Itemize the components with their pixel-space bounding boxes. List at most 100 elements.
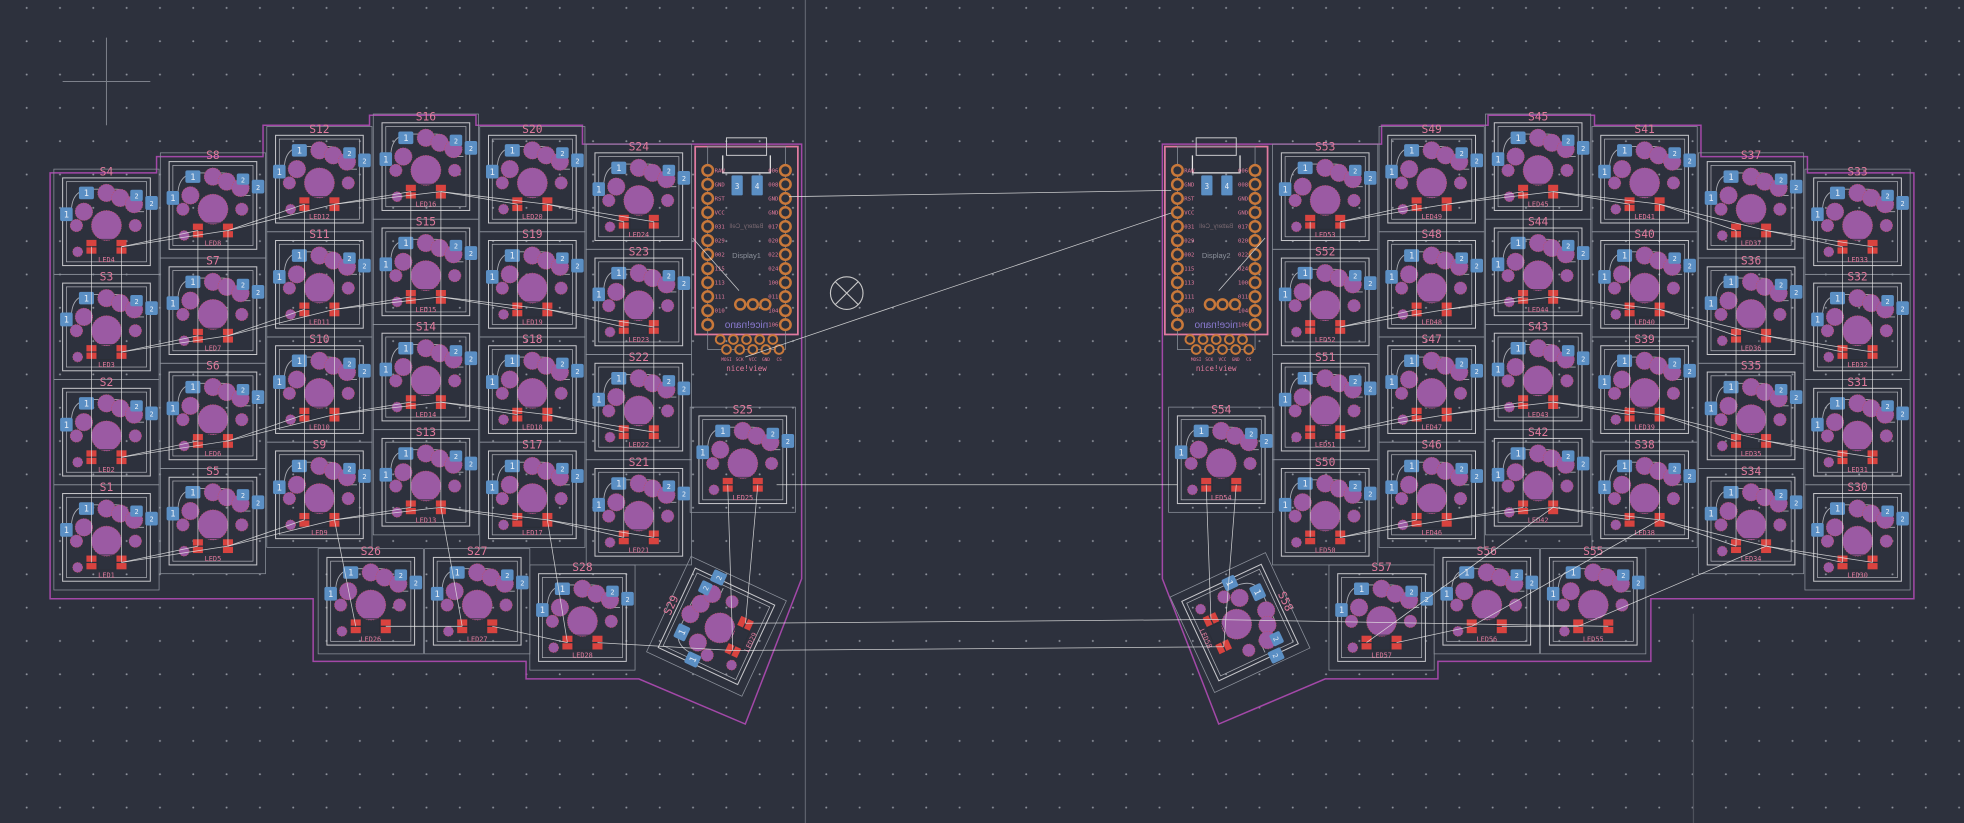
socket-pad-2-outer-label: 2	[149, 516, 153, 524]
socket-pad-1	[1404, 459, 1420, 473]
header-pin-label: SCK	[1205, 357, 1213, 363]
socket-pad-2-outer-label: 2	[149, 305, 153, 313]
switch-pin-hole	[1506, 252, 1525, 271]
socket-pad-2	[662, 164, 676, 177]
header-pin	[1210, 334, 1222, 345]
switch-pin-hole	[1612, 475, 1632, 494]
ratsnest-line	[1659, 309, 1737, 337]
mount-hole	[661, 509, 675, 523]
led-reference: LED6	[205, 450, 222, 458]
switch-outline	[62, 282, 151, 372]
socket-pad-2-label: 2	[454, 243, 458, 251]
socket-pad-2-outer-label: 2	[1636, 580, 1640, 588]
socket-pad-2-outer-label: 2	[682, 491, 686, 499]
socket-pad-1-outer	[430, 586, 444, 601]
socket-pad-1-outer-label: 1	[1602, 273, 1607, 283]
socket-pad-1-outer-label: 1	[277, 483, 282, 493]
led-body	[416, 183, 436, 200]
socket-pad-1-outer	[1491, 152, 1505, 166]
socket-pad-1-outer-label: 1	[596, 185, 601, 195]
socket-pad-1-outer-label: 1	[277, 168, 282, 178]
controller-pin	[1170, 219, 1184, 234]
led-hole	[726, 659, 737, 671]
switch-reference: S39	[1634, 333, 1655, 346]
mount-hole	[1560, 479, 1574, 493]
led-hole	[1610, 414, 1622, 425]
switch-pin-hole	[181, 396, 200, 415]
center-hole	[623, 185, 655, 216]
led-hole	[548, 642, 559, 653]
socket-pad-2-outer-label: 2	[362, 263, 366, 271]
switch-reference: S46	[1421, 438, 1442, 451]
switch-pin-hole	[1189, 440, 1208, 459]
socket-pad-1-outer	[1278, 497, 1292, 512]
socket-pad-2-outer	[1525, 575, 1539, 590]
socket-pad-1-label: 1	[1728, 383, 1733, 393]
led-body	[733, 476, 752, 493]
socket-pad-2-outer	[145, 196, 158, 210]
keycap-outline	[1540, 548, 1647, 655]
switch-outline	[1280, 467, 1370, 557]
socket-pad-2-outer-label: 2	[1688, 473, 1692, 481]
led-pad	[562, 643, 573, 650]
socket-pad-1-outer-label: 1	[1339, 606, 1344, 616]
led-reference: LED15	[416, 306, 437, 314]
ratsnest-line	[1553, 401, 1660, 416]
socket-pad-2-label: 2	[1410, 588, 1414, 596]
socket-pad-1-label: 1	[510, 146, 515, 156]
led-body	[1316, 424, 1335, 441]
socket-pad-1-outer-label: 1	[1179, 448, 1184, 458]
keycap-outline	[479, 441, 586, 548]
socket-pad-2-outer	[251, 390, 265, 404]
switch-outline	[1280, 152, 1370, 242]
led-body	[1635, 196, 1654, 213]
led-body	[1206, 621, 1229, 645]
socket-pad-2-outer	[1683, 363, 1696, 378]
mount-hole	[392, 598, 407, 612]
battery-pad-label: 4	[1225, 182, 1230, 191]
switch-pin-hole	[500, 475, 519, 494]
pin-label: 022	[1238, 253, 1248, 259]
controller-pin	[1248, 234, 1262, 248]
socket-pad-2-label: 2	[1779, 176, 1783, 184]
